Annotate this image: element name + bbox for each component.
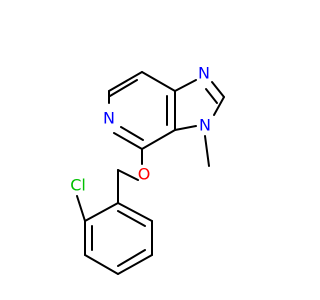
bond [174, 79, 197, 92]
bond [174, 125, 197, 131]
bond [141, 71, 176, 92]
bond [109, 79, 138, 97]
bond [117, 249, 146, 267]
bond [84, 202, 119, 222]
bond [117, 254, 153, 275]
bond [117, 169, 139, 181]
bond [141, 129, 176, 150]
bond [211, 81, 225, 98]
bond [113, 132, 143, 150]
bond [117, 210, 146, 227]
bond [213, 96, 225, 116]
bond [205, 88, 218, 104]
atom-label-n-methyl: N [199, 116, 211, 135]
atom-label-n-pyridine: N [103, 109, 115, 128]
bond [204, 135, 210, 167]
structure-diagram: N N N O Cl [70, 64, 225, 275]
bond [76, 195, 86, 222]
atom-label-oxygen: O [138, 165, 151, 184]
bond [84, 254, 119, 275]
atom-label-chlorine: Cl [70, 176, 86, 195]
bond [108, 71, 143, 92]
bond [120, 126, 144, 141]
atom-label-n-imidazole: N [198, 64, 210, 83]
molecule-canvas: N N N O Cl [70, 63, 225, 275]
bond [117, 202, 153, 222]
